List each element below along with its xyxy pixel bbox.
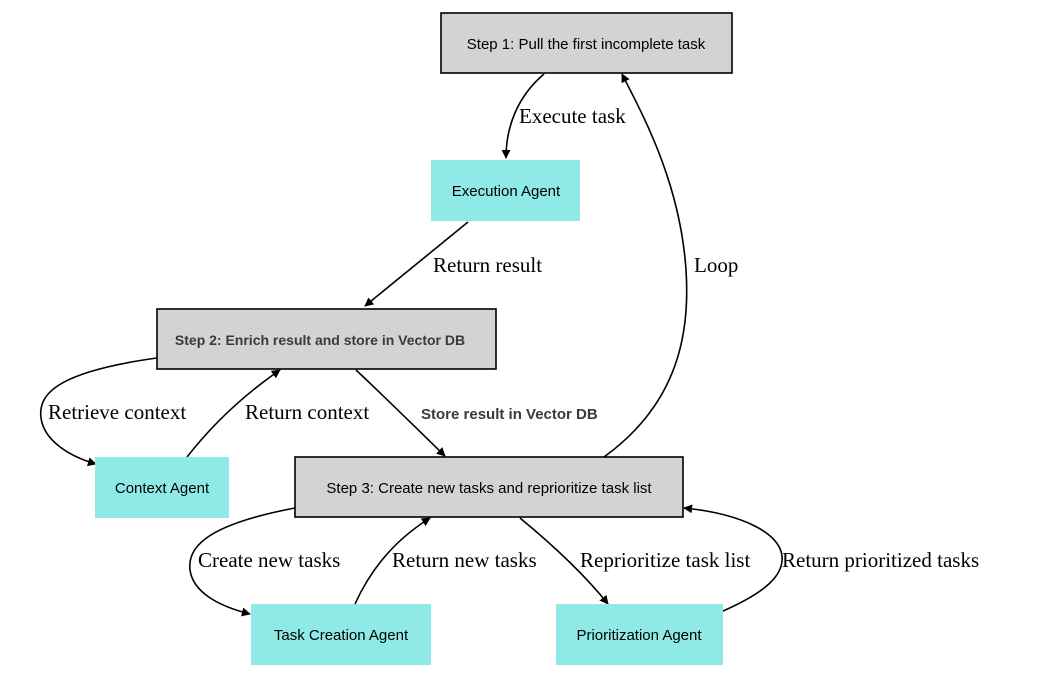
edge-return-context: [186, 369, 281, 458]
node-step-3-box: [294, 456, 684, 518]
edge-return-new-tasks: [354, 517, 431, 605]
node-context-agent-label: Context Agent: [115, 480, 210, 497]
edge-return-prioritized: [683, 504, 783, 612]
node-task-creation-agent: Task Creation Agent: [251, 604, 431, 665]
node-execution-agent-box: [431, 160, 580, 221]
node-step-3-label: Step 3: Create new tasks and reprioritiz…: [326, 480, 652, 497]
edge-store-result: [355, 369, 446, 457]
node-step-3: Step 3: Create new tasks and reprioritiz…: [294, 456, 684, 518]
node-task-creation-agent-box: [251, 604, 431, 665]
edge-execute-task: [501, 73, 545, 159]
node-step-2-label: Step 2: Enrich result and store in Vecto…: [175, 332, 465, 348]
label-retrieve-context: Retrieve context: [48, 400, 186, 424]
node-context-agent: Context Agent: [95, 457, 229, 518]
label-return-new-tasks: Return new tasks: [392, 548, 537, 572]
label-execute-task: Execute task: [519, 104, 626, 128]
node-step-2: Step 2: Enrich result and store in Vecto…: [156, 308, 497, 370]
node-prioritization-agent-box: [556, 604, 723, 665]
edge-loop: [603, 73, 688, 458]
edge-reprioritize: [519, 517, 609, 605]
label-return-prioritized: Return prioritized tasks: [782, 548, 979, 572]
node-step-1-label: Step 1: Pull the first incomplete task: [467, 36, 706, 53]
label-return-result: Return result: [433, 253, 542, 277]
node-execution-agent: Execution Agent: [431, 160, 580, 221]
label-loop: Loop: [694, 253, 738, 277]
node-task-creation-agent-label: Task Creation Agent: [274, 627, 409, 644]
edge-return-result: [364, 221, 469, 307]
label-store-result: Store result in Vector DB: [421, 406, 598, 423]
node-step-2-box: [156, 308, 497, 370]
edge-retrieve-context: [39, 357, 158, 467]
node-execution-agent-label: Execution Agent: [452, 183, 561, 200]
label-create-new-tasks: Create new tasks: [198, 548, 340, 572]
node-step-1: Step 1: Pull the first incomplete task: [440, 12, 733, 74]
node-prioritization-agent: Prioritization Agent: [556, 604, 723, 665]
node-context-agent-box: [95, 457, 229, 518]
label-reprioritize: Reprioritize task list: [580, 548, 750, 572]
edge-create-new-tasks: [189, 507, 296, 617]
node-prioritization-agent-label: Prioritization Agent: [576, 627, 702, 644]
node-step-1-box: [440, 12, 733, 74]
label-return-context: Return context: [245, 400, 369, 424]
